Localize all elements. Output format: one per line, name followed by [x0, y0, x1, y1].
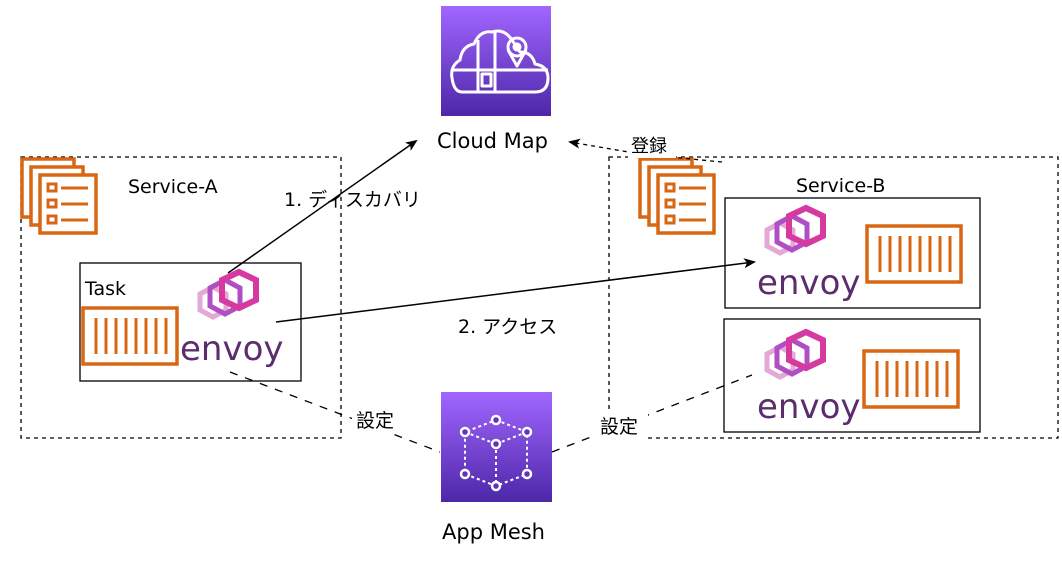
- service-a-label: Service-A: [128, 176, 218, 198]
- service-b-group: [608, 156, 1059, 439]
- cloud-map-label: Cloud Map: [437, 129, 548, 153]
- cloud-map-icon: [441, 6, 551, 116]
- config-label-a: 設定: [356, 410, 394, 432]
- container-icon-b1: [865, 224, 963, 284]
- config-line-a: [229, 371, 441, 453]
- access-arrow: [275, 258, 756, 323]
- app-mesh-icon: [441, 392, 552, 502]
- container-icon-a: [81, 306, 179, 366]
- discovery-arrow: [227, 139, 418, 274]
- app-mesh-label: App Mesh: [442, 520, 545, 544]
- ecs-service-icon-a: [20, 157, 98, 235]
- container-icon-b2: [862, 349, 960, 409]
- config-line-b: [551, 374, 753, 453]
- envoy-logo-b2: envoy: [757, 328, 861, 427]
- envoy-text: envoy: [180, 329, 284, 369]
- config-label-b: 設定: [600, 416, 638, 438]
- access-label: 2. アクセス: [458, 316, 557, 338]
- task-label: Task: [84, 278, 126, 300]
- service-b-label: Service-B: [796, 175, 885, 197]
- register-label: 登録: [631, 136, 667, 157]
- envoy-text: envoy: [757, 387, 861, 427]
- envoy-logo-a: envoy: [180, 268, 284, 369]
- envoy-logo-b1: envoy: [757, 204, 861, 303]
- service-a-group: [20, 156, 342, 439]
- envoy-text: envoy: [757, 263, 861, 303]
- discovery-label: 1. ディスカバリ: [284, 189, 421, 211]
- ecs-service-icon-b: [638, 157, 716, 235]
